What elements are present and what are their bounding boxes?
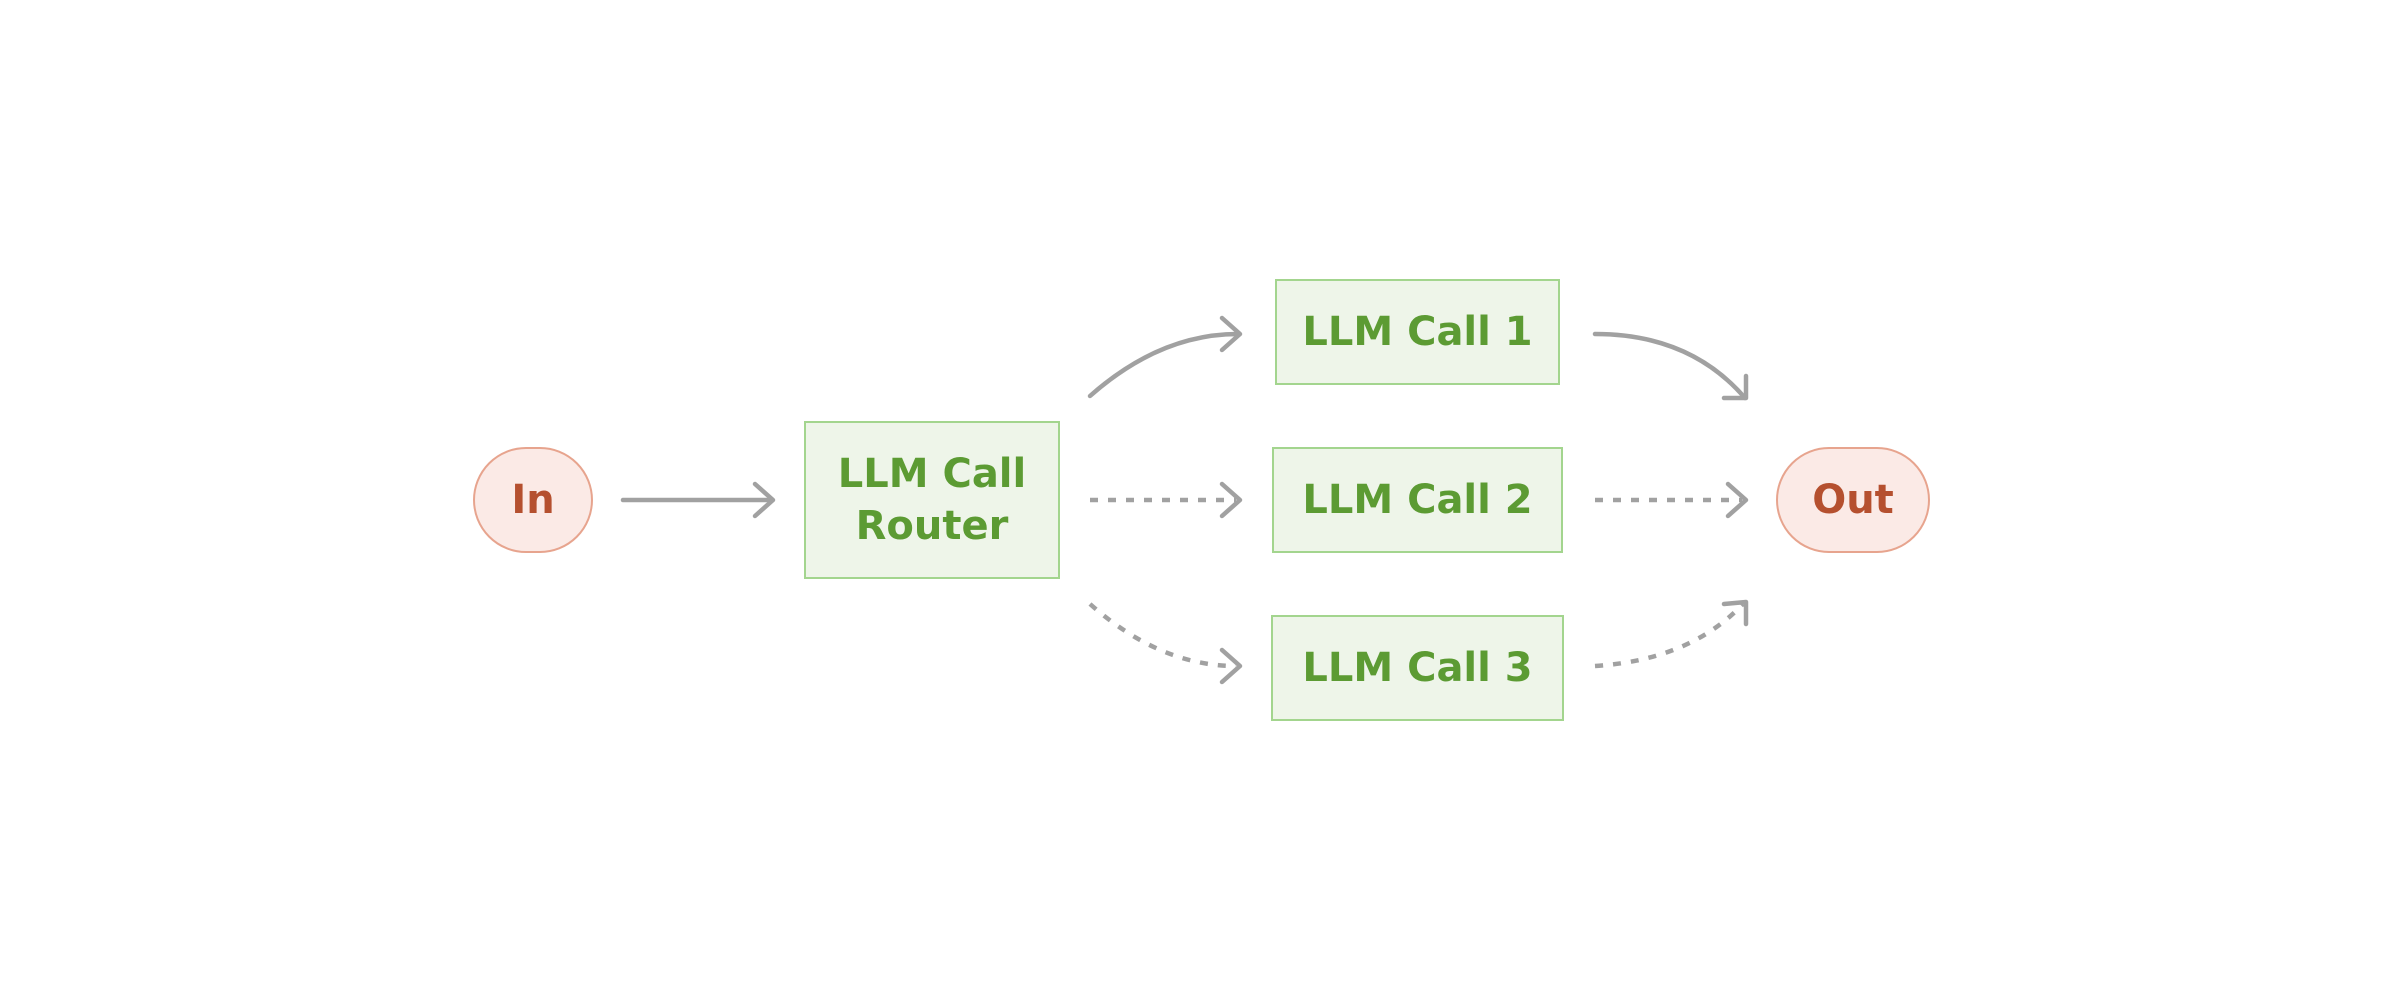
llm-call-3-label: LLM Call 3: [1302, 645, 1533, 691]
router-node-label-line2: Router: [855, 503, 1009, 549]
edge-router-to-call3-arrowhead: [1219, 647, 1243, 685]
edge-call2-to-out-arrowhead: [1725, 481, 1749, 519]
llm-call-1-node: LLM Call 1: [1275, 279, 1560, 385]
router-node-label-line1: LLM Call: [837, 451, 1027, 497]
edge-call1-to-out-arrowhead: [1721, 373, 1749, 401]
edge-router-to-call2-arrowhead: [1219, 481, 1243, 519]
edge-router-to-call1-arrowhead: [1219, 315, 1243, 353]
llm-call-3-node: LLM Call 3: [1271, 615, 1564, 721]
output-node: Out: [1776, 447, 1930, 553]
edge-router-to-call1: [1087, 331, 1241, 399]
router-node: LLM Call Router: [804, 421, 1060, 579]
router-node-label: LLM Call Router: [838, 448, 1026, 552]
output-node-label: Out: [1812, 477, 1894, 523]
llm-call-2-node: LLM Call 2: [1272, 447, 1563, 553]
llm-call-1-label: LLM Call 1: [1302, 309, 1533, 355]
input-node: In: [473, 447, 593, 553]
llm-call-2-label: LLM Call 2: [1302, 477, 1533, 523]
edge-call1-to-out: [1592, 331, 1748, 401]
edge-router-to-call3: [1088, 602, 1237, 669]
edge-in-to-router-arrowhead: [752, 481, 776, 519]
edge-call3-to-out: [1594, 602, 1745, 669]
edge-call3-to-out-arrowhead: [1721, 599, 1749, 627]
input-node-label: In: [511, 477, 555, 523]
